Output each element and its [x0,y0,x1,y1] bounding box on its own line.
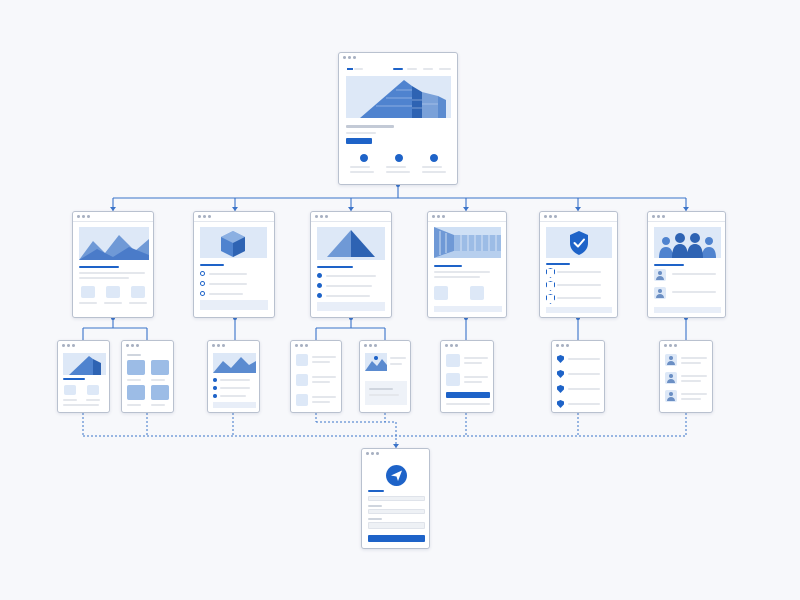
landscape-thumb[interactable] [106,286,120,298]
office-thumb[interactable] [434,286,448,300]
page-landscape[interactable] [72,211,154,318]
page-security[interactable] [539,211,618,318]
page-product[interactable] [193,211,275,318]
contact-submit-button[interactable] [368,535,425,542]
gallery-thumb[interactable] [151,360,169,375]
shield-icon [546,268,555,278]
home-nav-item[interactable] [439,68,451,70]
home-logo [347,68,353,70]
security-hero [546,227,612,258]
office-hero-image [434,227,501,258]
window-controls [544,215,557,219]
building-icon [63,353,106,375]
landscape-hero-image [79,227,149,260]
page-security-detail[interactable] [551,340,605,413]
page-product-detail[interactable] [207,340,260,413]
window-controls [432,215,445,219]
page-contact[interactable] [361,448,430,549]
shield-icon [557,400,564,408]
page-pyramid[interactable] [310,211,392,318]
pyramid-cta-bar[interactable] [317,302,385,311]
building-icon [346,76,451,118]
pyramid-icon [317,227,385,260]
mountain-icon [79,227,149,260]
shield-icon [557,355,564,363]
home-hero-image [346,76,451,118]
window-controls [126,344,139,348]
home-headline [346,125,394,128]
contact-field-message[interactable] [368,522,425,529]
window-controls [445,344,458,348]
page-team-detail[interactable] [659,340,713,413]
shield-icon [546,281,555,291]
mountain-icon [365,353,387,371]
window-controls [343,56,356,60]
window-controls [664,344,677,348]
mountain-icon [213,353,256,373]
avatar [654,287,666,299]
avatar [665,390,677,402]
window-controls [198,215,211,219]
home-nav-active[interactable] [393,68,403,70]
contact-field-name[interactable] [368,496,425,501]
shield-icon [557,385,564,393]
gallery-thumb[interactable] [151,385,169,400]
window-controls [315,215,328,219]
window-controls [366,452,379,456]
page-office[interactable] [427,211,507,318]
window-controls [556,344,569,348]
pyramid-hero [317,227,385,260]
product-hero [200,227,267,258]
office-thumb[interactable] [470,286,484,300]
page-team[interactable] [647,211,726,318]
window-controls [364,344,377,348]
page-home[interactable] [338,52,458,185]
gallery-thumb[interactable] [127,385,145,400]
avatar [654,269,666,281]
avatar [665,372,677,384]
window-controls [62,344,75,348]
send-icon [386,465,407,486]
detail-hero-image [365,353,387,371]
avatar [665,354,677,366]
window-controls [212,344,225,348]
gallery-thumb[interactable] [127,360,145,375]
page-pyramid-detail[interactable] [359,340,411,413]
page-office-detail[interactable] [440,340,494,413]
team-hero [654,227,721,258]
page-pyramid-list[interactable] [290,340,342,413]
page-landscape-detail[interactable] [57,340,110,413]
landscape-thumb[interactable] [81,286,95,298]
window-controls [77,215,90,219]
cube-icon [200,227,267,258]
people-icon [654,227,721,258]
product-cta-bar[interactable] [200,300,268,310]
window-controls [652,215,665,219]
page-landscape-gallery[interactable] [121,340,174,413]
grid-icon [395,154,403,162]
office-detail-button[interactable] [446,392,490,398]
shield-check-icon [546,227,612,258]
window-controls [295,344,308,348]
shield-icon [557,370,564,378]
detail-hero-image [63,353,106,375]
detail-hero-image [213,353,256,373]
stats-icon [360,154,368,162]
home-nav-item[interactable] [407,68,417,70]
info-icon [430,154,438,162]
office-interior-icon [434,227,501,258]
contact-field-email[interactable] [368,509,425,514]
home-nav-item[interactable] [423,68,433,70]
home-cta-button[interactable] [346,138,372,144]
landscape-thumb[interactable] [131,286,145,298]
shield-icon [546,294,555,304]
